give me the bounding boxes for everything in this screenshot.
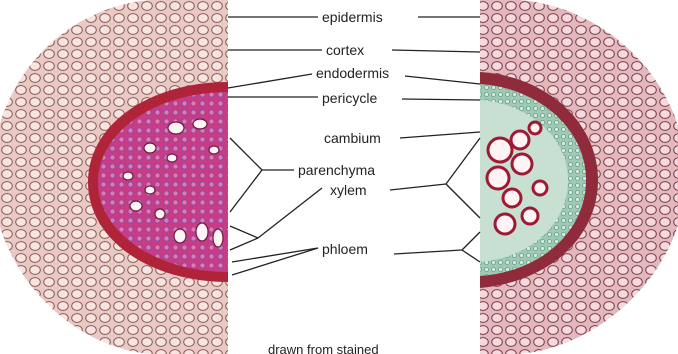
structure-labels: epidermis cortex endodermis pericycle ca… [268, 9, 389, 354]
label-pericycle: pericycle [322, 90, 377, 106]
label-epidermis: epidermis [322, 9, 383, 25]
right-half-section [480, 0, 678, 354]
left-half-section [0, 0, 228, 354]
label-endodermis: endodermis [316, 65, 389, 81]
caption-text: drawn from stained [268, 342, 379, 354]
label-cortex: cortex [326, 42, 364, 58]
label-xylem: xylem [330, 182, 367, 198]
label-phloem: phloem [322, 241, 368, 257]
label-parenchyma: parenchyma [298, 162, 375, 178]
label-cambium: cambium [324, 130, 381, 146]
